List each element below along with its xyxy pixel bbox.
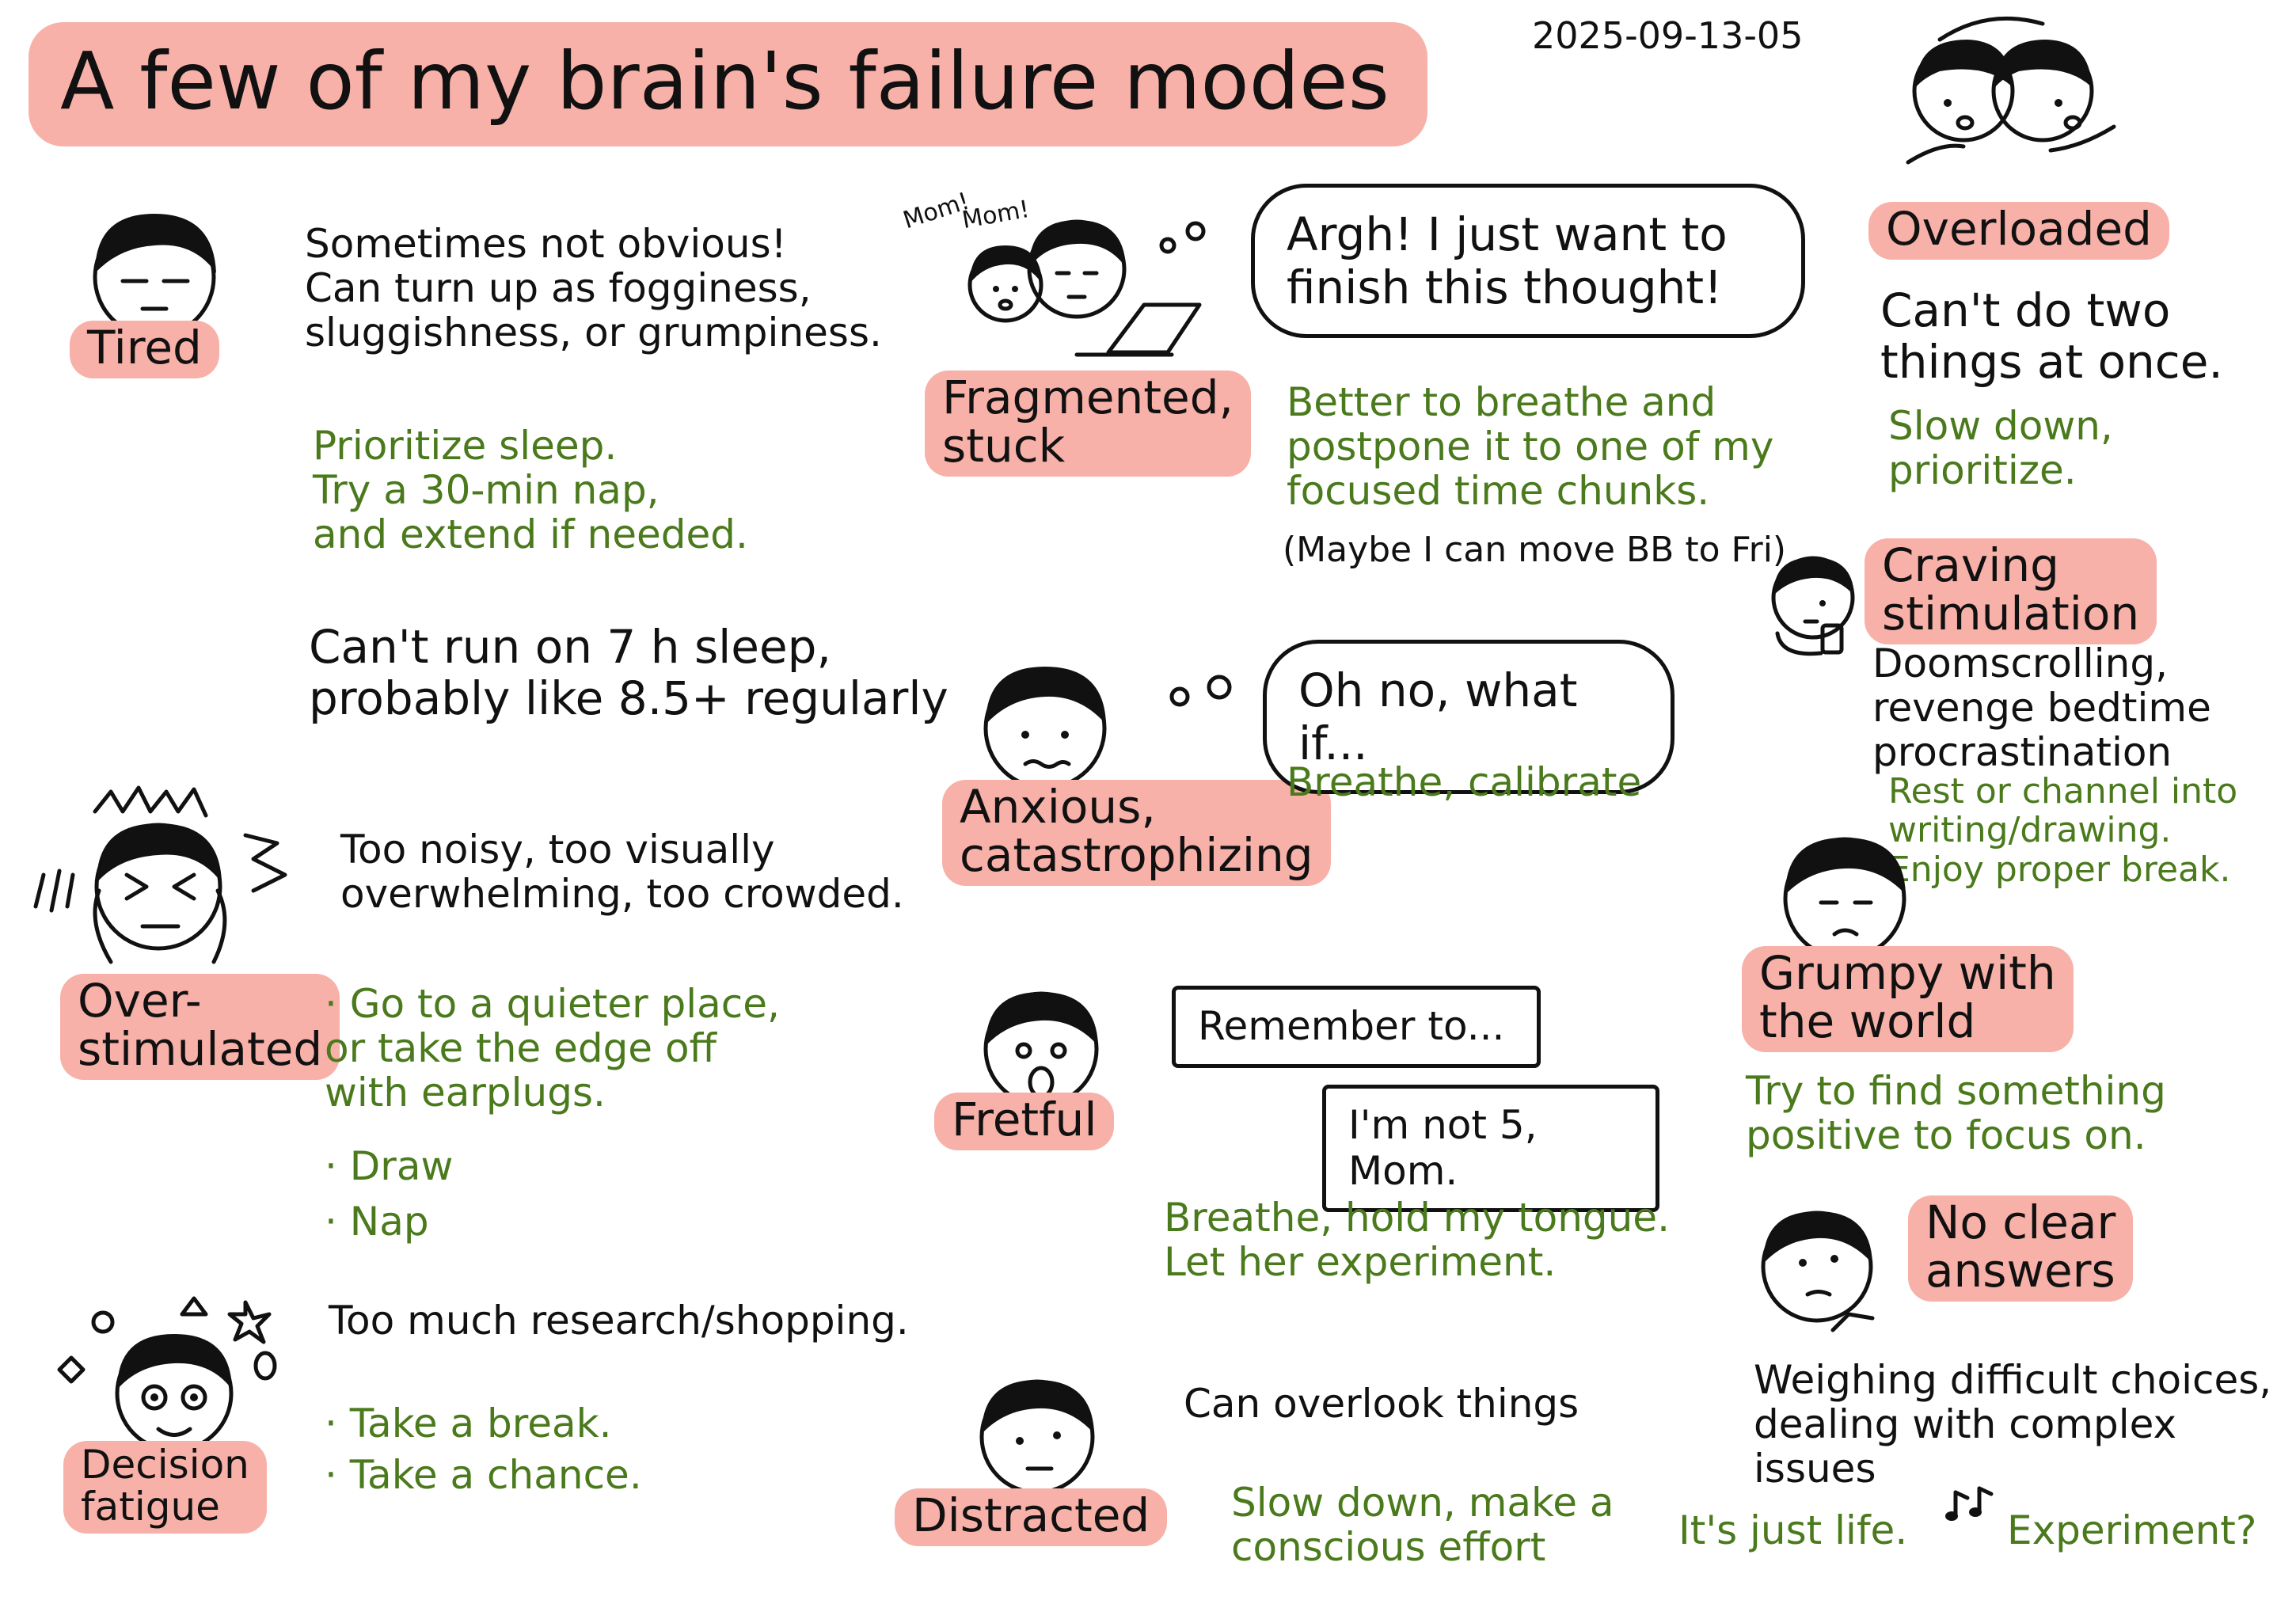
craving-label: Craving stimulation [1865, 538, 2157, 644]
anxious-thought-bubble: Oh no, what if... [1263, 640, 1674, 795]
parent-child-laptop-doodle [967, 219, 1206, 357]
overstimulated-advice-3: · Nap [325, 1199, 429, 1245]
fragmented-advice: Better to breathe and postpone it to one… [1287, 379, 1774, 514]
fragmented-thought-bubble: Argh! I just want to finish this thought… [1251, 184, 1805, 339]
no-clear-answers-advice-2: Experiment? [2007, 1507, 2257, 1553]
tired-advice: Prioritize sleep. Try a 30-min nap, and … [313, 423, 748, 557]
craving-face-doodle [1771, 556, 1855, 656]
distracted-advice: Slow down, make a conscious effort [1231, 1480, 1614, 1570]
distracted-face-doodle [979, 1379, 1095, 1495]
fretful-label: Fretful [934, 1093, 1115, 1150]
craving-description: Doomscrolling, revenge bedtime procrasti… [1872, 640, 2211, 775]
decision-fatigue-advice-1: · Take a break. [325, 1401, 612, 1446]
overstimulated-description: Too noisy, too visually overwhelming, to… [340, 827, 904, 917]
no-clear-answers-label: No clear answers [1908, 1195, 2134, 1302]
fretful-advice: Breathe, hold my tongue. Let her experim… [1164, 1195, 1670, 1285]
tired-label: Tired [70, 321, 219, 378]
anxious-face-doodle [983, 667, 1232, 790]
decision-fatigue-description: Too much research/shopping. [329, 1298, 909, 1344]
fragmented-note: (Maybe I can move BB to Fri) [1283, 530, 1787, 570]
fretful-speech-bubble: Remember to... [1172, 986, 1541, 1068]
date-stamp: 2025-09-13-05 [1532, 14, 1804, 57]
overstimulated-face-doodle [33, 785, 287, 964]
music-notes-icon [1945, 1486, 1994, 1521]
page-title: A few of my brain's failure modes [29, 22, 1427, 146]
decision-fatigue-label: Decision fatigue [63, 1441, 267, 1534]
fragmented-label: Fragmented, stuck [925, 371, 1251, 477]
fretful-reply-bubble: I'm not 5, Mom. [1322, 1085, 1659, 1212]
overloaded-label: Overloaded [1868, 202, 2169, 260]
decision-fatigue-advice-2: · Take a chance. [325, 1452, 642, 1498]
anxious-advice: Breathe, calibrate [1287, 759, 1642, 805]
overloaded-advice: Slow down, prioritize. [1888, 403, 2113, 493]
craving-advice: Rest or channel into writing/drawing. En… [1888, 771, 2238, 890]
anxious-label: Anxious, catastrophizing [942, 780, 1331, 886]
overloaded-faces-doodle [1906, 16, 2116, 165]
no-clear-answers-advice-1: It's just life. [1678, 1507, 1908, 1553]
grumpy-face-doodle [1783, 837, 1906, 960]
overloaded-description: Can't do two things at once. [1880, 283, 2223, 389]
grumpy-advice: Try to find something positive to focus … [1746, 1068, 2166, 1158]
no-clear-answers-description: Weighing difficult choices, dealing with… [1754, 1357, 2272, 1492]
overstimulated-advice-1: · Go to a quieter place, or take the edg… [325, 981, 780, 1116]
overstimulated-advice-2: · Draw [325, 1143, 454, 1189]
decision-fatigue-face-doodle [57, 1296, 277, 1453]
distracted-label: Distracted [895, 1488, 1168, 1546]
distracted-description: Can overlook things [1184, 1381, 1579, 1427]
tired-description: Sometimes not obvious! Can turn up as fo… [305, 221, 882, 355]
overstimulated-label: Over- stimulated [60, 974, 340, 1080]
thinking-face-doodle [1761, 1211, 1875, 1332]
grumpy-label: Grumpy with the world [1742, 946, 2074, 1052]
tired-note: Can't run on 7 h sleep, probably like 8.… [309, 620, 948, 725]
